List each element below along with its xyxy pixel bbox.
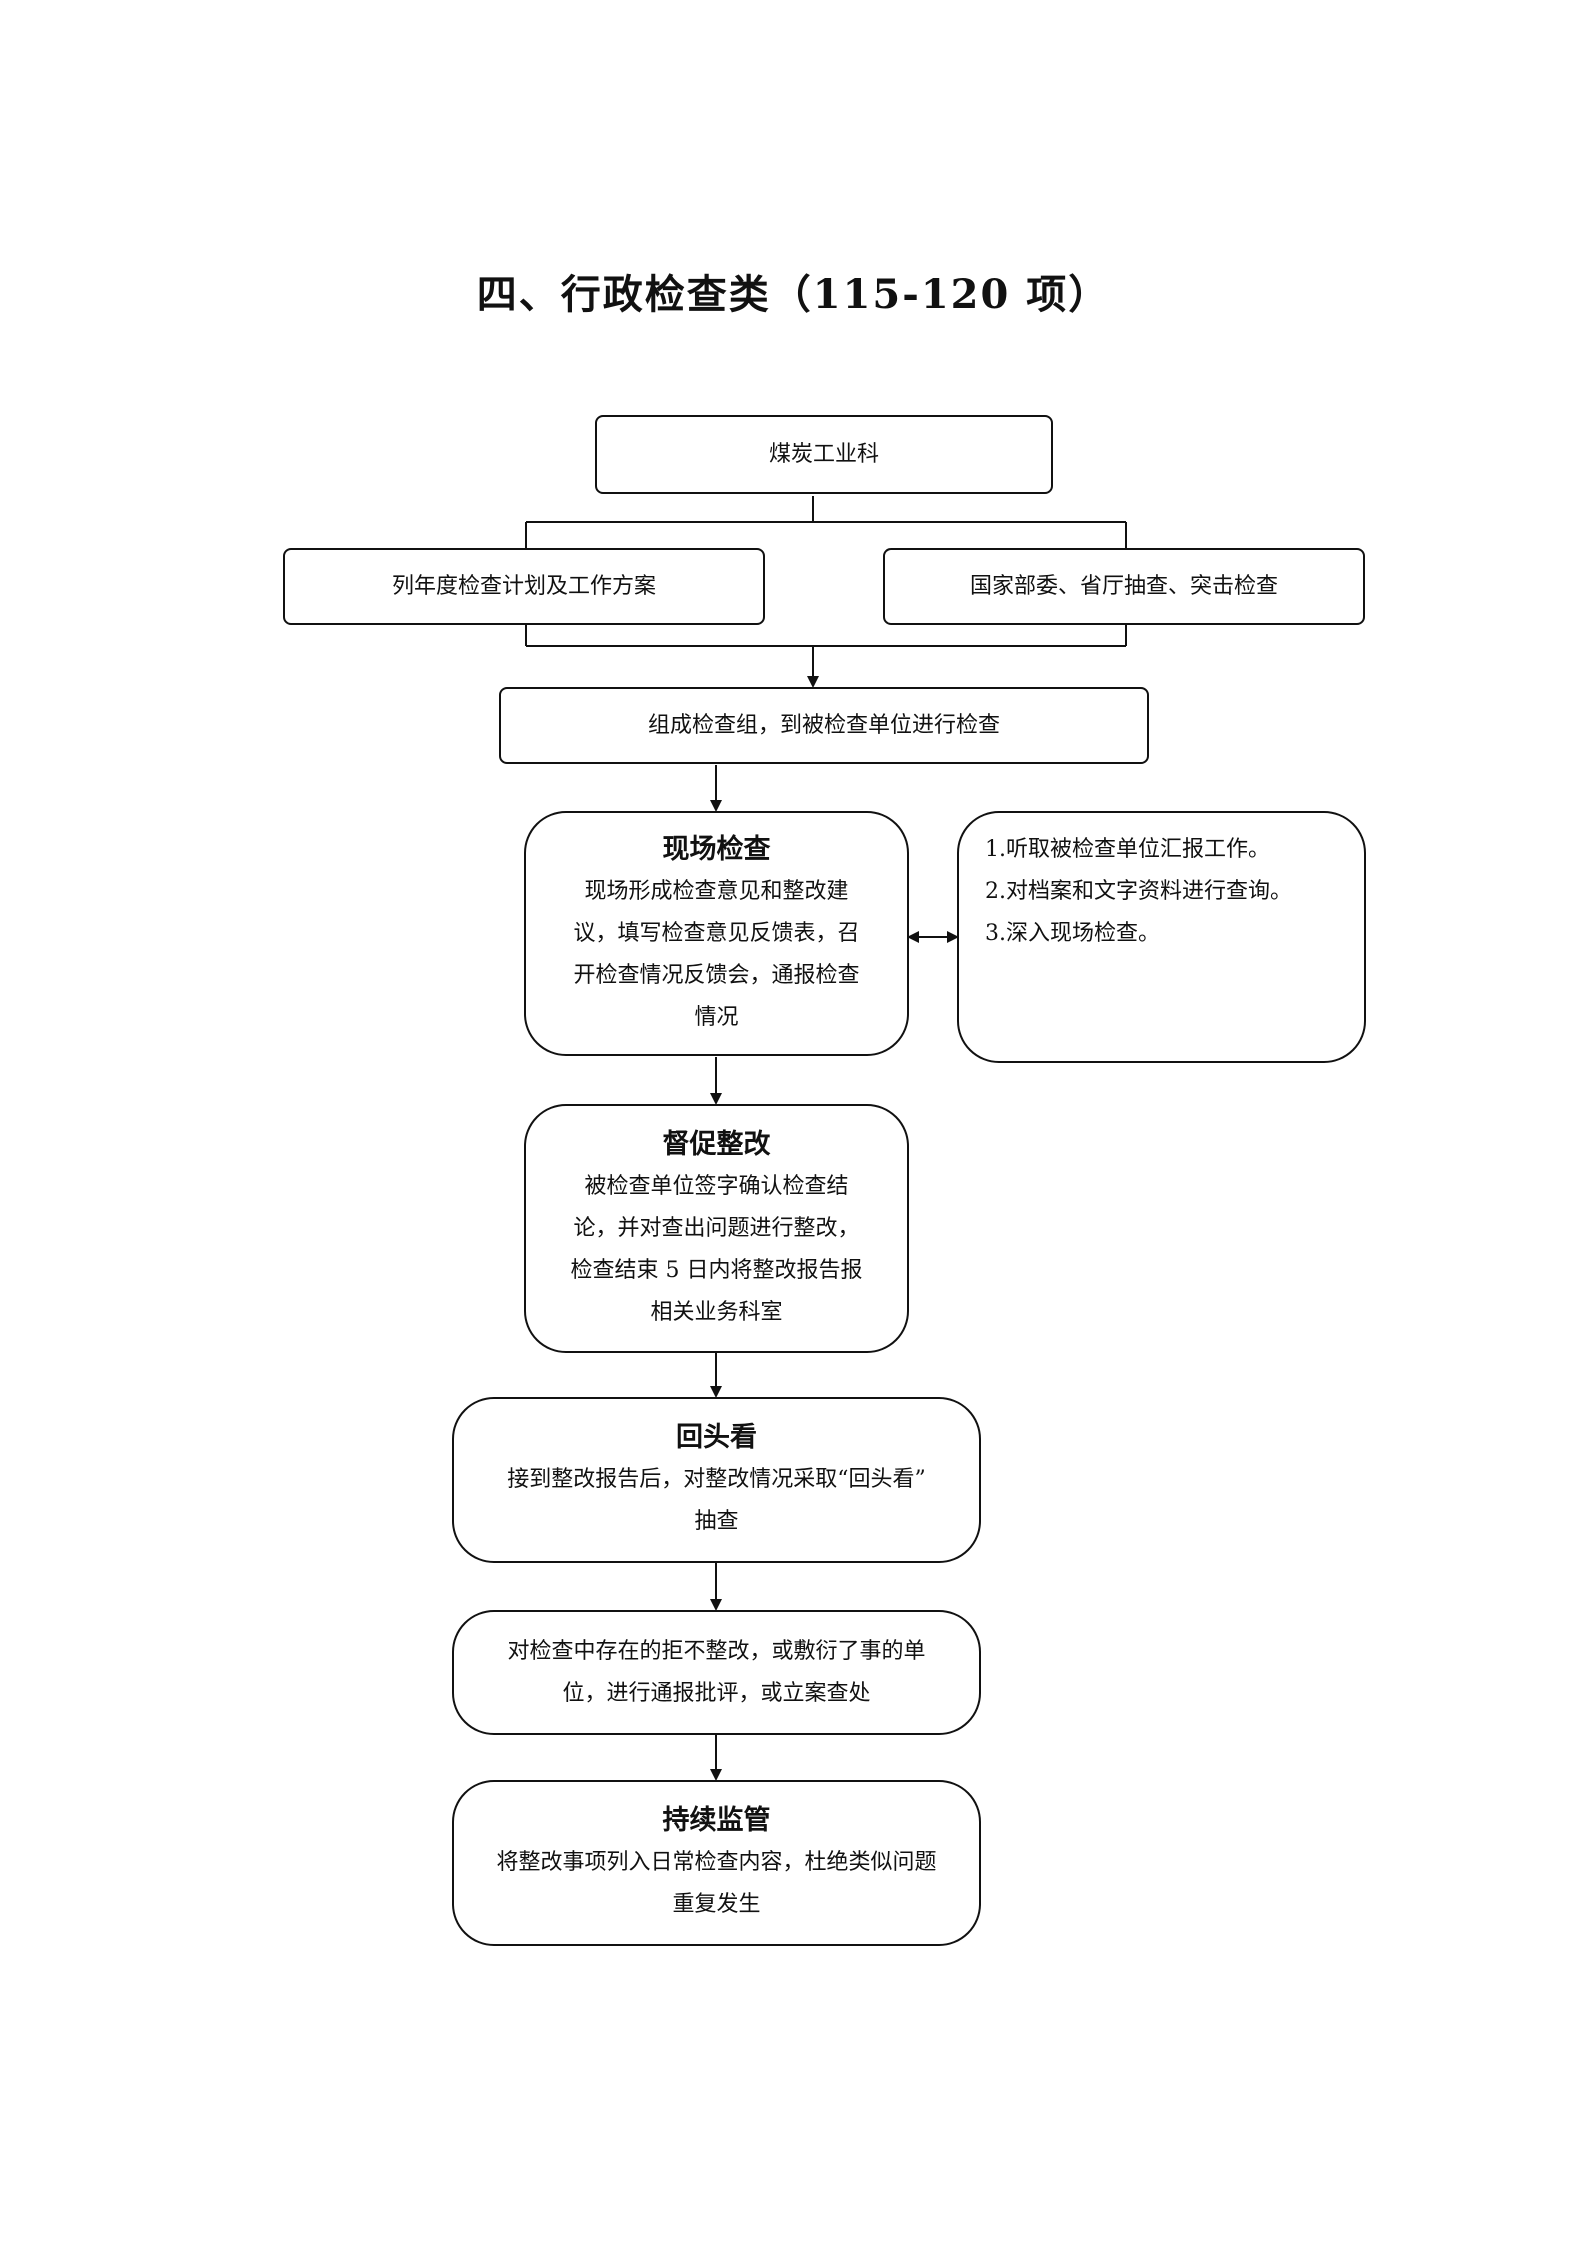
ongoing-body: 将整改事项列入日常检查内容，杜绝类似问题 重复发生 — [496, 1850, 937, 1917]
team-box: 组成检查组，到被检查单位进行检查 — [499, 687, 1149, 764]
onsite-body: 现场形成检查意见和整改建 议，填写检查意见反馈表，召 开检查情况反馈会，通报检查… — [573, 878, 860, 1030]
review-body: 接到整改报告后，对整改情况采取“回头看” 抽查 — [507, 1467, 926, 1534]
onsite-title: 现场检查 — [662, 833, 771, 865]
root-box: 煤炭工业科 — [595, 415, 1053, 494]
onsite-step-3: 3.深入现场检查。 — [985, 921, 1160, 946]
page-title: 四、行政检查类（115-120 项） — [476, 271, 1111, 318]
review-title: 回头看 — [676, 1422, 757, 1453]
review-box: 回头看 接到整改报告后，对整改情况采取“回头看” 抽查 — [452, 1397, 981, 1563]
root-label: 煤炭工业科 — [768, 441, 879, 467]
ongoing-title: 持续监管 — [662, 1805, 771, 1836]
source-right-box: 国家部委、省厅抽查、突击检查 — [883, 548, 1365, 625]
onsite-step-2: 2.对档案和文字资料进行查询。 — [985, 879, 1292, 904]
supervise-body: 被检查单位签字确认检查结 论，并对查出问题进行整改， 检查结束 5 日内将整改报… — [570, 1173, 863, 1325]
penalty-label: 对检查中存在的拒不整改，或敷衍了事的单 位，进行通报批评，或立案查处 — [507, 1638, 926, 1706]
supervise-box: 督促整改 被检查单位签字确认检查结 论，并对查出问题进行整改， 检查结束 5 日… — [524, 1104, 909, 1353]
source-left-box: 列年度检查计划及工作方案 — [283, 548, 765, 625]
penalty-box: 对检查中存在的拒不整改，或敷衍了事的单 位，进行通报批评，或立案查处 — [452, 1610, 981, 1735]
source-right-label: 国家部委、省厅抽查、突击检查 — [969, 573, 1278, 599]
ongoing-box: 持续监管 将整改事项列入日常检查内容，杜绝类似问题 重复发生 — [452, 1780, 981, 1946]
supervise-title: 督促整改 — [662, 1128, 771, 1160]
onsite-step-1: 1.听取被检查单位汇报工作。 — [985, 837, 1270, 862]
source-left-label: 列年度检查计划及工作方案 — [391, 573, 656, 599]
onsite-box: 现场检查 现场形成检查意见和整改建 议，填写检查意见反馈表，召 开检查情况反馈会… — [524, 811, 909, 1056]
onsite-steps-box: 1.听取被检查单位汇报工作。 2.对档案和文字资料进行查询。 3.深入现场检查。 — [957, 811, 1366, 1063]
team-label: 组成检查组，到被检查单位进行检查 — [647, 712, 1000, 738]
